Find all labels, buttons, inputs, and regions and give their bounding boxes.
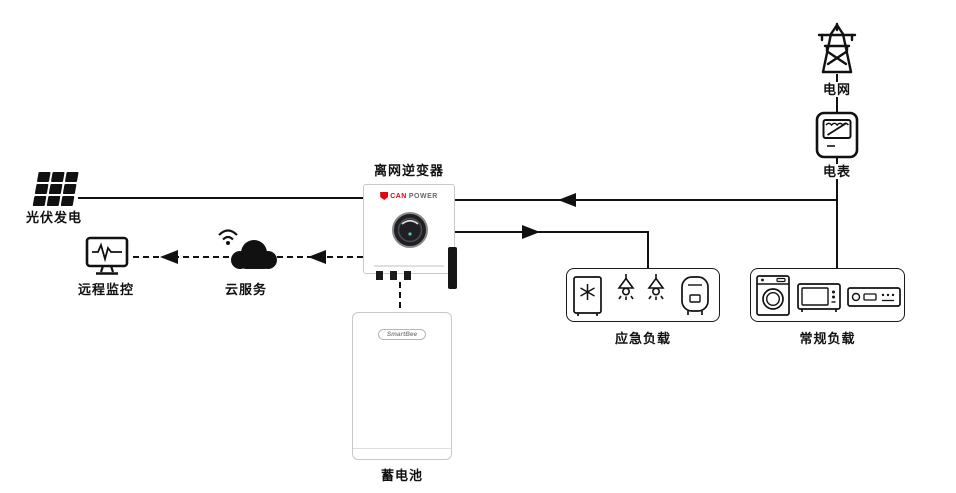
microwave-icon [796,283,841,312]
stereo-icon [846,287,901,307]
battery-unit: SmartBee [352,312,452,460]
emergency-appliances [573,274,709,316]
washing-machine-icon [755,275,790,316]
wifi-icon [218,229,238,245]
label-monitor: 远程监控 [77,282,134,297]
arrowheads [160,193,576,264]
label-regular-load: 常规负载 [799,331,856,346]
label-cloud: 云服务 [224,282,267,297]
regular-load-box [750,268,905,322]
solar-panel-icon [32,172,79,206]
inverter-connector [404,271,411,280]
inverter-logo-text-can: CAN [390,192,407,200]
inverter-connector [376,271,383,280]
label-pv: 光伏发电 [25,210,82,225]
arrow-left-monitor [160,250,178,264]
waveform [92,242,122,263]
emergency-load-box [566,268,720,322]
battery-base-line [353,448,451,449]
water-heater-icon [681,276,709,315]
arrow-left-grid [558,193,576,207]
label-grid: 电网 [812,82,862,97]
cloud-icon [218,229,277,269]
regular-appliances [755,275,901,316]
label-emergency-load: 应急负载 [614,331,671,346]
lamp-icon [617,274,635,300]
inverter-cable-gland [448,247,457,289]
inverter-logo-icon [380,192,389,200]
grid-tower-icon [817,22,857,74]
lamp-icon [647,274,665,300]
arrow-left-cloud [308,250,326,264]
inverter-connector [390,271,397,280]
inverter-display [392,212,428,248]
inverter-logo: CAN POWER [364,192,454,200]
inverter-unit: CAN POWER [363,184,457,289]
line-inverter-to-emergency-load [455,231,649,268]
label-meter: 电表 [812,164,862,179]
label-battery: 蓄电池 [380,468,423,483]
arrow-right-emergency [522,225,540,239]
label-inverter: 离网逆变器 [373,163,444,178]
monitor-icon [85,236,129,275]
meter-icon [815,111,859,159]
battery-brand-badge: SmartBee [377,329,427,340]
cloud-shape [231,240,277,269]
fridge-icon [573,276,602,316]
inverter-vent [374,265,444,267]
inverter-logo-text-power: POWER [408,192,438,200]
